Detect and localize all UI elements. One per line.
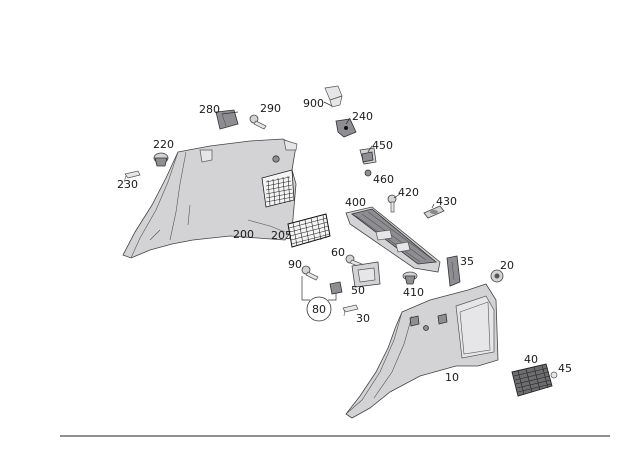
label-430: 430: [436, 195, 457, 208]
label-30: 30: [356, 312, 370, 325]
clip-220: [153, 152, 169, 167]
fastener-410: [402, 271, 418, 285]
label-290: 290: [260, 102, 281, 115]
cover-50: [351, 261, 381, 288]
holder-280: [215, 109, 239, 130]
label-45: 45: [558, 362, 572, 375]
label-60: 60: [331, 246, 345, 259]
label-410: 410: [403, 286, 424, 299]
label-400: 400: [345, 196, 366, 209]
label-80: 80: [312, 303, 326, 316]
label-50: 50: [351, 284, 365, 297]
label-460: 460: [373, 173, 394, 186]
part-labels: 280 290 900 240 220 450 460 230 420 400 …: [117, 97, 572, 384]
left-panel-net: [261, 169, 295, 208]
screw-420: [387, 194, 397, 213]
mount-450: [359, 147, 377, 165]
label-230: 230: [117, 178, 138, 191]
fastener-240: [335, 118, 357, 138]
grommet-20: [490, 269, 504, 283]
label-10: 10: [445, 371, 459, 384]
clip-80-group: [301, 276, 343, 322]
label-40: 40: [524, 353, 538, 366]
label-200: 200: [233, 228, 254, 241]
leader-lines: [221, 101, 435, 209]
clip-30: [342, 304, 359, 317]
label-35: 35: [460, 255, 474, 268]
bracket-900: [324, 85, 343, 108]
label-280: 280: [199, 103, 220, 116]
label-420: 420: [398, 186, 419, 199]
right-side-trim-panel: [345, 283, 499, 419]
screw-290: [249, 114, 267, 130]
net-pocket-40: [511, 363, 553, 397]
clip-230: [123, 170, 141, 183]
label-90: 90: [288, 258, 302, 271]
screw-460: [364, 169, 372, 177]
clip-430: [423, 205, 445, 219]
screw-90: [301, 265, 319, 281]
label-205: 205: [271, 229, 292, 242]
label-240: 240: [352, 110, 373, 123]
label-220: 220: [153, 138, 174, 151]
bracket-35: [446, 255, 461, 287]
cargo-net: [287, 213, 331, 248]
label-20: 20: [500, 259, 514, 272]
label-450: 450: [372, 139, 393, 152]
clip-45: [550, 371, 558, 379]
left-side-trim-panel: [122, 138, 298, 259]
rear-panel-cover: [345, 206, 441, 273]
label-900: 900: [303, 97, 324, 110]
